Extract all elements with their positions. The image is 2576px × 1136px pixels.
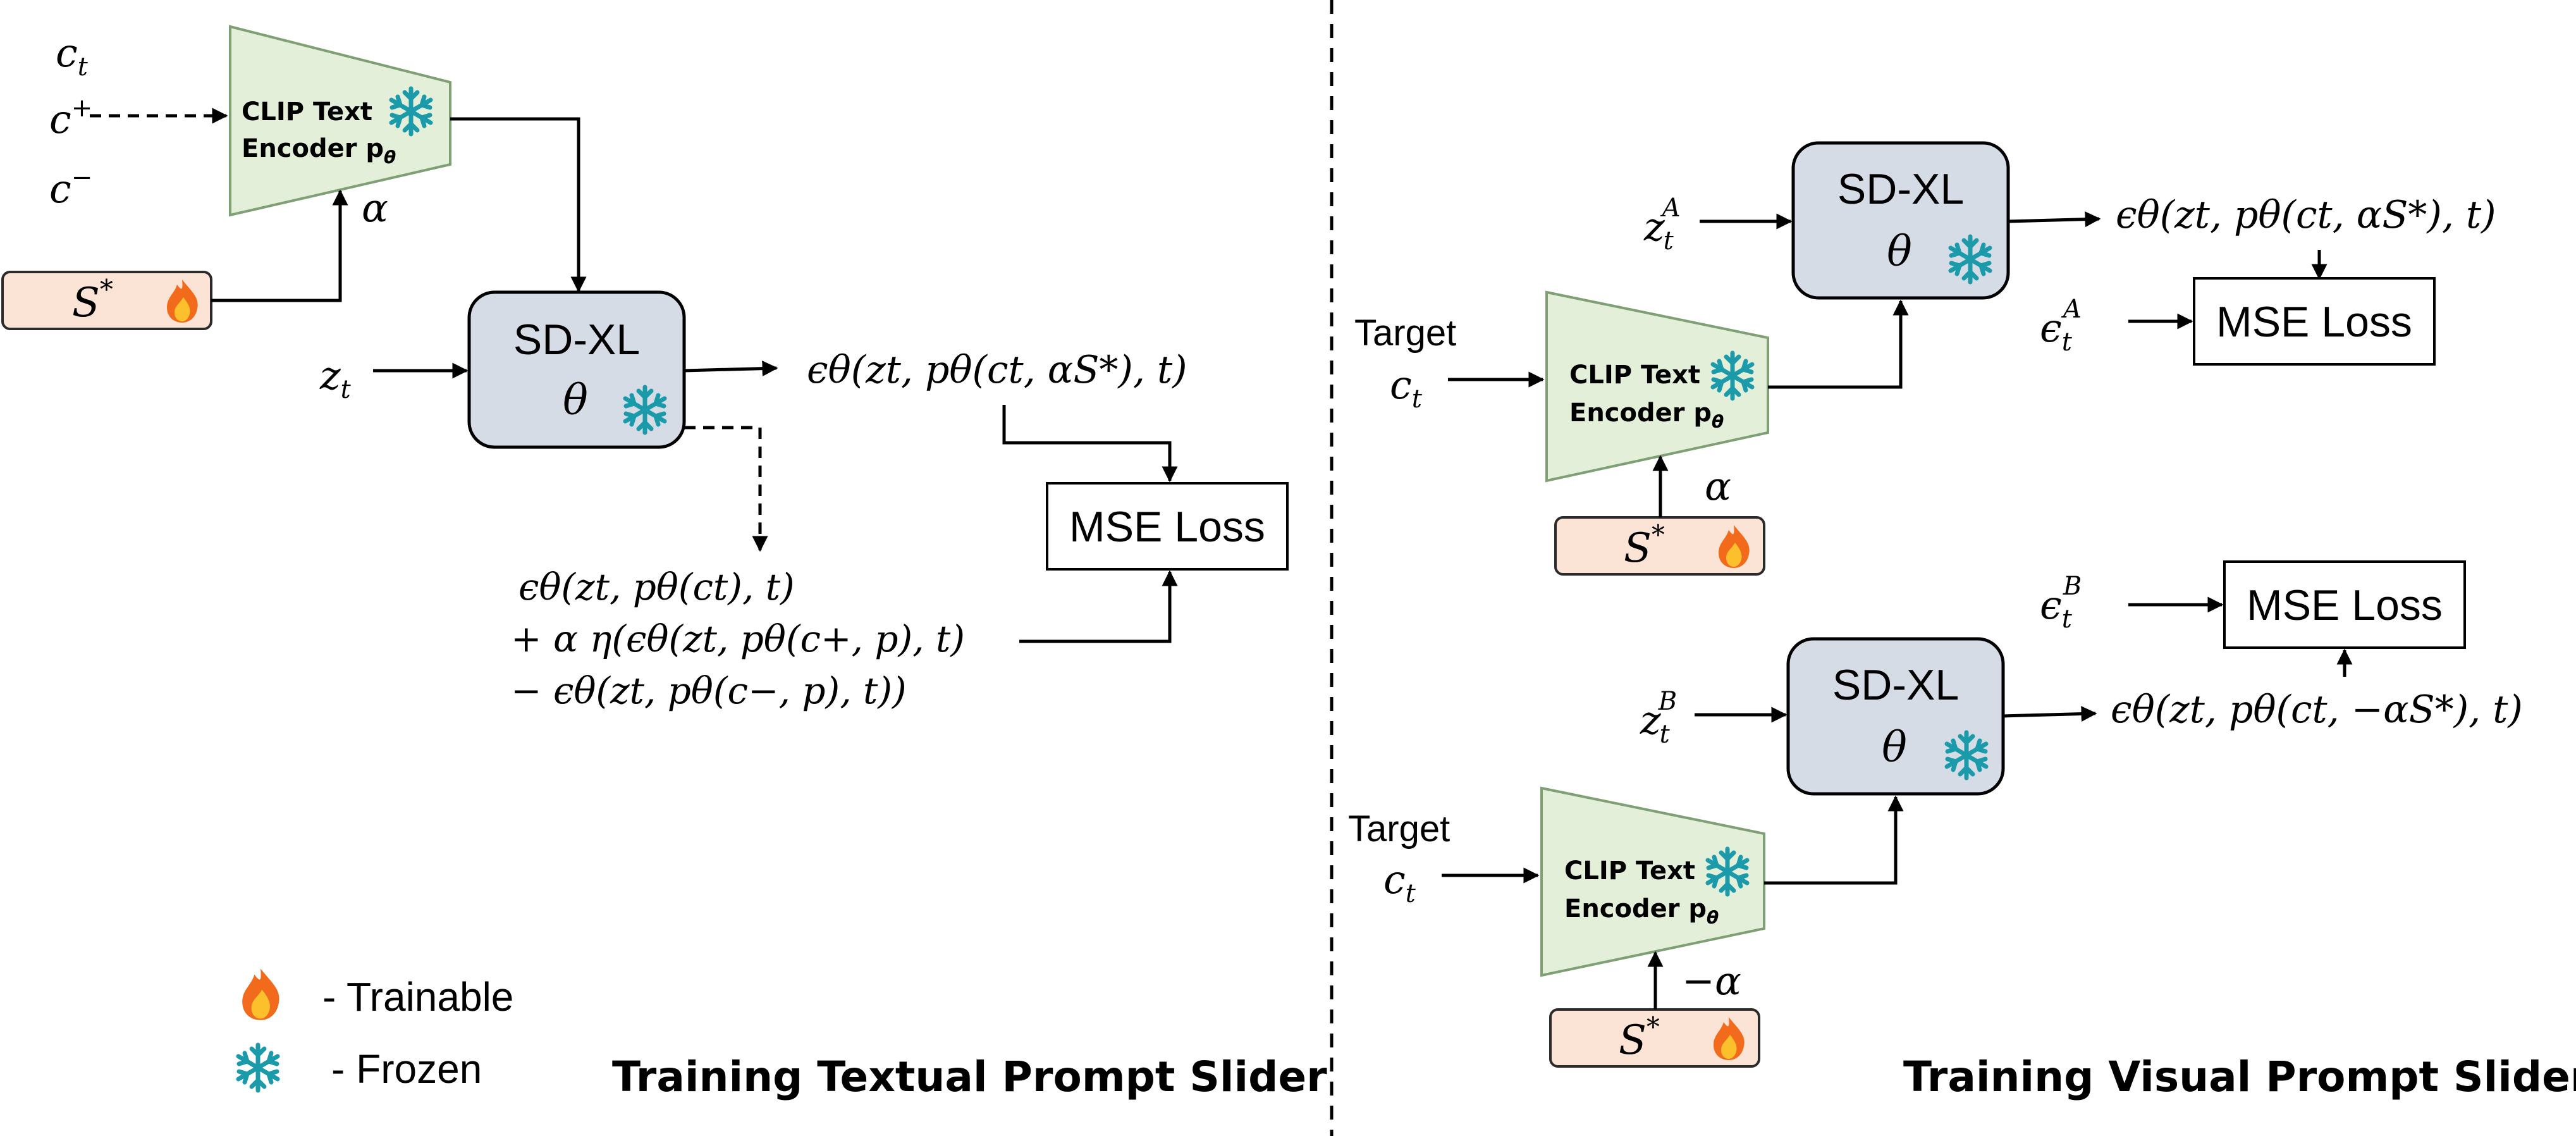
top-encoder-label-line1: CLIP Text — [1569, 361, 1700, 390]
top-slider-token-label: S* — [1624, 519, 1665, 572]
right-panel: ztA SD-XL θ ϵθ(zt, pθ(ct, αS*), t) ϵtA M… — [1348, 141, 2576, 1101]
mse-loss-label: MSE Loss — [1069, 503, 1265, 551]
bottom-output-equation: ϵθ(zt, pθ(ct, −αS*), t) — [2111, 688, 2523, 732]
left-panel: ct c+ c− CLIP Text Encoder pθ α S* zt SD… — [1, 25, 1327, 1101]
flame-icon — [242, 968, 279, 1020]
arrow-token-to-encoder — [211, 189, 348, 302]
bottom-encoder-label-line2: Encoder pθ — [1564, 894, 1719, 928]
encoder-label-line2: Encoder pθ — [242, 134, 396, 168]
bottom-mse-loss-label: MSE Loss — [2247, 581, 2443, 629]
top-alpha-label: α — [1705, 463, 1731, 509]
right-caption: Training Visual Prompt Slider — [1903, 1053, 2576, 1101]
arrow-output-to-loss — [1002, 405, 1178, 483]
top-mse-loss-label: MSE Loss — [2216, 298, 2412, 346]
bottom-sd-xl-model — [1786, 637, 2005, 796]
model-name: SD-XL — [513, 316, 640, 364]
target-eq-line1: ϵθ(zt, pθ(ct), t) — [518, 565, 795, 608]
top-output-equation: ϵθ(zt, pθ(ct, αS*), t) — [2116, 193, 2496, 237]
top-encoder-label-line2: Encoder pθ — [1569, 398, 1724, 432]
top-model-name: SD-XL — [1837, 165, 1964, 213]
input-cplus: c+ — [49, 94, 92, 142]
arrow-encoder-to-model — [450, 117, 587, 293]
model-param: θ — [563, 376, 588, 424]
legend-frozen: - Frozen — [331, 1046, 482, 1092]
bottom-encoder-label-line1: CLIP Text — [1564, 856, 1695, 886]
arrow-top-model-to-output — [2008, 211, 2101, 228]
arrow-top-encoder-to-model — [1768, 299, 1909, 389]
bottom-ct-label: ct — [1383, 856, 1416, 908]
bottom-clip-text-encoder — [1540, 786, 1765, 977]
clip-text-encoder — [229, 25, 451, 217]
zt-label: zt — [319, 352, 352, 404]
alpha-label: α — [362, 185, 388, 231]
input-ct: ct — [56, 30, 89, 82]
top-eps-label: ϵtA — [2040, 295, 2082, 357]
bottom-eps-label: ϵtB — [2040, 572, 2082, 634]
bottom-z-label: ztB — [1640, 687, 1677, 749]
bottom-mse-loss-box — [2223, 560, 2466, 649]
top-target-label: Target — [1354, 312, 1456, 354]
output-equation: ϵθ(zt, pθ(ct, αS*), t) — [807, 348, 1187, 392]
target-eq-line2: + α η(ϵθ(zt, pθ(c+, p), t) — [511, 617, 965, 660]
bottom-slider-token-label: S* — [1619, 1011, 1660, 1064]
top-clip-text-encoder — [1545, 290, 1769, 483]
top-ct-label: ct — [1390, 362, 1423, 414]
target-eq-line3: − ϵθ(zt, pθ(c−, p), t)) — [511, 669, 907, 712]
slider-token-label: S* — [72, 274, 113, 326]
bottom-model-param: θ — [1882, 723, 1907, 772]
bottom-model-name: SD-XL — [1832, 661, 1959, 709]
arrow-bottom-encoder-to-model — [1764, 795, 1904, 885]
input-cminus: c− — [49, 163, 92, 212]
mse-loss-box — [1046, 482, 1289, 571]
arrow-target-to-loss — [1019, 570, 1178, 643]
encoder-label-line1: CLIP Text — [242, 97, 372, 127]
bottom-target-label: Target — [1348, 808, 1450, 849]
arrow-model-to-output — [684, 361, 778, 377]
legend-trainable: - Trainable — [322, 974, 513, 1020]
left-caption: Training Textual Prompt Slider — [612, 1053, 1327, 1101]
top-z-label: ztA — [1643, 194, 1681, 256]
top-mse-loss-box — [2193, 277, 2436, 366]
snowflake-icon — [238, 1045, 278, 1090]
top-model-param: θ — [1887, 227, 1912, 276]
dashed-arrow-model-to-target — [684, 426, 768, 552]
bottom-alpha-label: −α — [1682, 958, 1741, 1004]
arrow-bottom-model-to-output — [2003, 706, 2097, 722]
